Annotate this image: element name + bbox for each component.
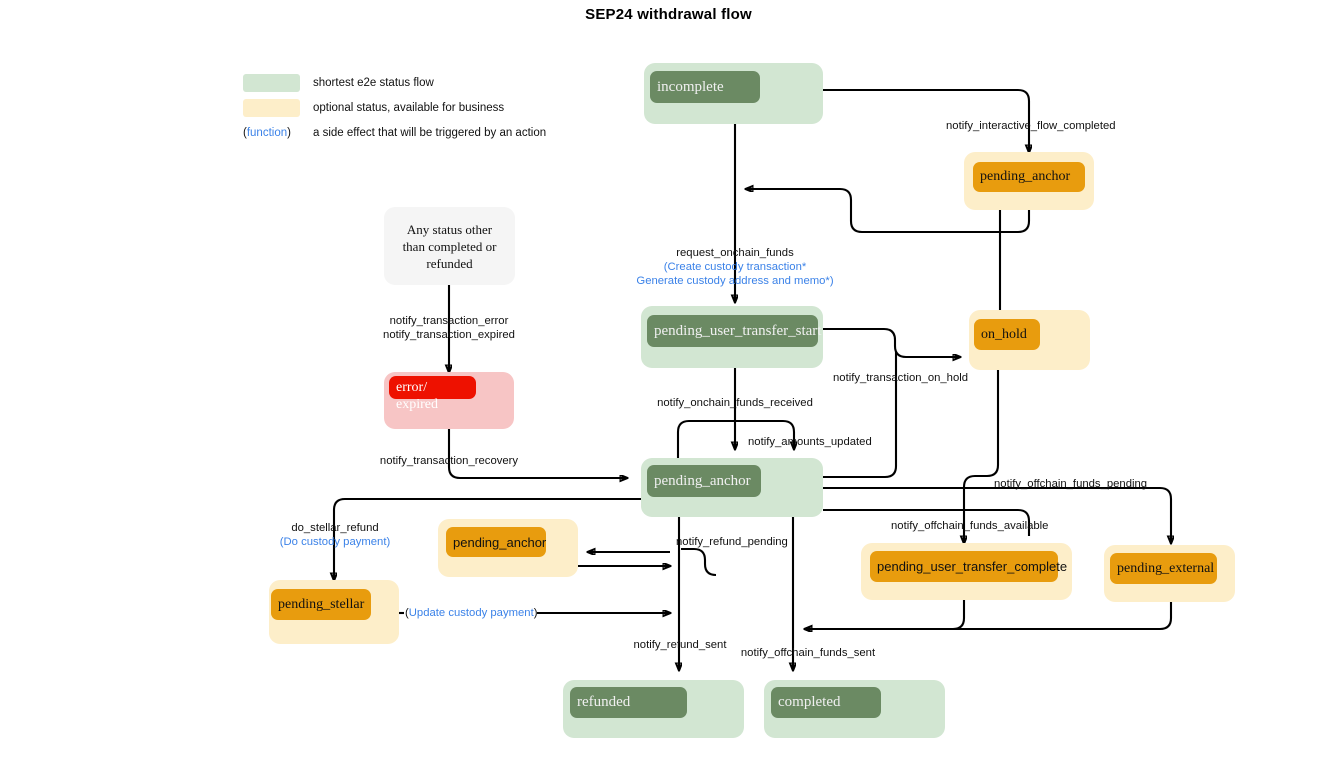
node-pending-anchor-refund-inner: pending_anchor (446, 527, 546, 557)
legend-item-function: (function) a side effect that will be tr… (243, 120, 546, 145)
node-incomplete[interactable]: incomplete (644, 63, 823, 124)
node-error-expired-line1: error/ (396, 379, 428, 395)
node-any-status-line3: refunded (426, 255, 473, 271)
node-completed[interactable]: completed (764, 680, 945, 738)
node-pending-stellar-label: pending_stellar (278, 596, 365, 612)
node-pending-user-transfer-start[interactable]: pending_user_transfer_start (641, 306, 823, 368)
node-refunded[interactable]: refunded (563, 680, 744, 738)
edge-label-notify-refund-sent: notify_refund_sent (633, 639, 727, 651)
node-pending-external[interactable]: pending_external (1104, 545, 1235, 602)
legend-item-optional-status: optional status, available for business (243, 95, 546, 120)
edge-label-request-onchain-funds-action: request_onchain_funds (676, 247, 794, 259)
node-any-status-line1: Any status other (406, 221, 493, 237)
legend-swatch-yellow (243, 98, 300, 117)
edge-label-update-custody-payment: (Update custody payment) (405, 606, 538, 620)
node-pending-anchor-top-label: pending_anchor (980, 169, 1071, 184)
node-refunded-inner: refunded (570, 687, 687, 718)
node-pending-anchor-mid[interactable]: pending_anchor (641, 458, 823, 517)
legend-label-optional-status: optional status, available for business (313, 101, 505, 114)
edge-label-request-onchain-funds-fn1: (Create custody transaction* (663, 261, 807, 273)
node-pending-anchor-top[interactable]: pending_anchor (964, 152, 1094, 210)
node-error-expired-line2: expired (396, 397, 438, 412)
paren-open: ( (405, 607, 409, 619)
edge-label-notify-interactive-flow-completed: notify_interactive_flow_completed (946, 120, 1116, 132)
node-pending-stellar[interactable]: pending_stellar (269, 580, 399, 644)
edge-label-request-onchain-funds: request_onchain_funds (Create custody tr… (636, 246, 833, 288)
edge-label-notify-offchain-funds-pending: notify_offchain_funds_pending (994, 478, 1148, 490)
legend-swatch-green (243, 73, 300, 92)
node-pending-anchor-mid-inner: pending_anchor (647, 465, 761, 497)
edge-label-notify-refund-pending: notify_refund_pending (676, 536, 788, 548)
node-on-hold[interactable]: on_hold (969, 310, 1090, 370)
edge-label-request-onchain-funds-fn2: Generate custody address and memo*) (636, 275, 834, 287)
edge-label-do-stellar-refund-action: do_stellar_refund (291, 522, 379, 534)
node-completed-label: completed (778, 694, 841, 710)
node-any-status-line2: than completed or (402, 238, 497, 254)
node-any-status[interactable]: Any status other than completed or refun… (384, 207, 515, 285)
node-on-hold-label: on_hold (981, 326, 1027, 342)
edge-label-notify-transaction-recovery: notify_transaction_recovery (379, 455, 519, 467)
edge-label-notify-offchain-funds-sent: notify_offchain_funds_sent (740, 647, 876, 659)
edge-label-notify-transaction-expired: notify_transaction_expired (383, 329, 515, 341)
legend-function-tag: (function) (243, 126, 291, 139)
node-pending-user-transfer-start-inner: pending_user_transfer_start (647, 315, 822, 347)
legend-label-function: a side effect that will be triggered by … (313, 126, 547, 139)
edge-label-notify-transaction-on-hold: notify_transaction_on_hold (833, 372, 969, 384)
node-incomplete-label: incomplete (657, 78, 724, 95)
edge-label-notify-amounts-updated: notify_amounts_updated (748, 436, 872, 448)
node-pending-anchor-refund[interactable]: pending_anchor (438, 519, 578, 577)
node-error-expired-inner: error/ (389, 376, 476, 399)
node-pending-anchor-refund-label: pending_anchor (453, 534, 547, 550)
node-completed-inner: completed (771, 687, 881, 718)
node-pending-anchor-top-inner: pending_anchor (973, 162, 1085, 192)
node-pending-external-label: pending_external (1117, 560, 1215, 576)
edge-label-notify-transaction-error-expired: notify_transaction_error notify_transact… (383, 314, 515, 342)
edge-label-do-stellar-refund: do_stellar_refund (Do custody payment) (280, 521, 391, 549)
paren-close: ) (533, 607, 538, 619)
node-on-hold-inner: on_hold (974, 319, 1040, 350)
node-pending-user-transfer-complete[interactable]: pending_user_transfer_complete (861, 543, 1072, 600)
node-incomplete-inner: incomplete (650, 71, 760, 103)
edge-label-do-stellar-refund-fn: (Do custody payment) (279, 536, 391, 548)
page-title: SEP24 withdrawal flow (585, 6, 752, 23)
node-pending-user-transfer-complete-inner: pending_user_transfer_complete (870, 551, 1067, 582)
node-pending-user-transfer-start-label: pending_user_transfer_start (654, 322, 822, 339)
edge-label-notify-transaction-error: notify_transaction_error (389, 315, 509, 327)
node-error-expired[interactable]: error/ expired (384, 372, 514, 429)
edge-label-notify-onchain-funds-received: notify_onchain_funds_received (657, 397, 813, 409)
node-pending-external-inner: pending_external (1110, 553, 1217, 584)
node-pending-stellar-inner: pending_stellar (271, 589, 371, 620)
node-pending-user-transfer-complete-label: pending_user_transfer_complete (877, 559, 1068, 574)
node-pending-anchor-mid-label: pending_anchor (654, 472, 751, 489)
edge-label-notify-offchain-funds-available: notify_offchain_funds_available (891, 520, 1049, 532)
legend-function-word: function (246, 126, 288, 139)
legend: shortest e2e status flow optional status… (243, 70, 546, 145)
node-refunded-label: refunded (577, 694, 631, 710)
legend-label-shortest-flow: shortest e2e status flow (313, 76, 434, 89)
legend-item-shortest-flow: shortest e2e status flow (243, 70, 546, 95)
edge-label-update-custody-payment-fn: Update custody payment (408, 607, 534, 619)
